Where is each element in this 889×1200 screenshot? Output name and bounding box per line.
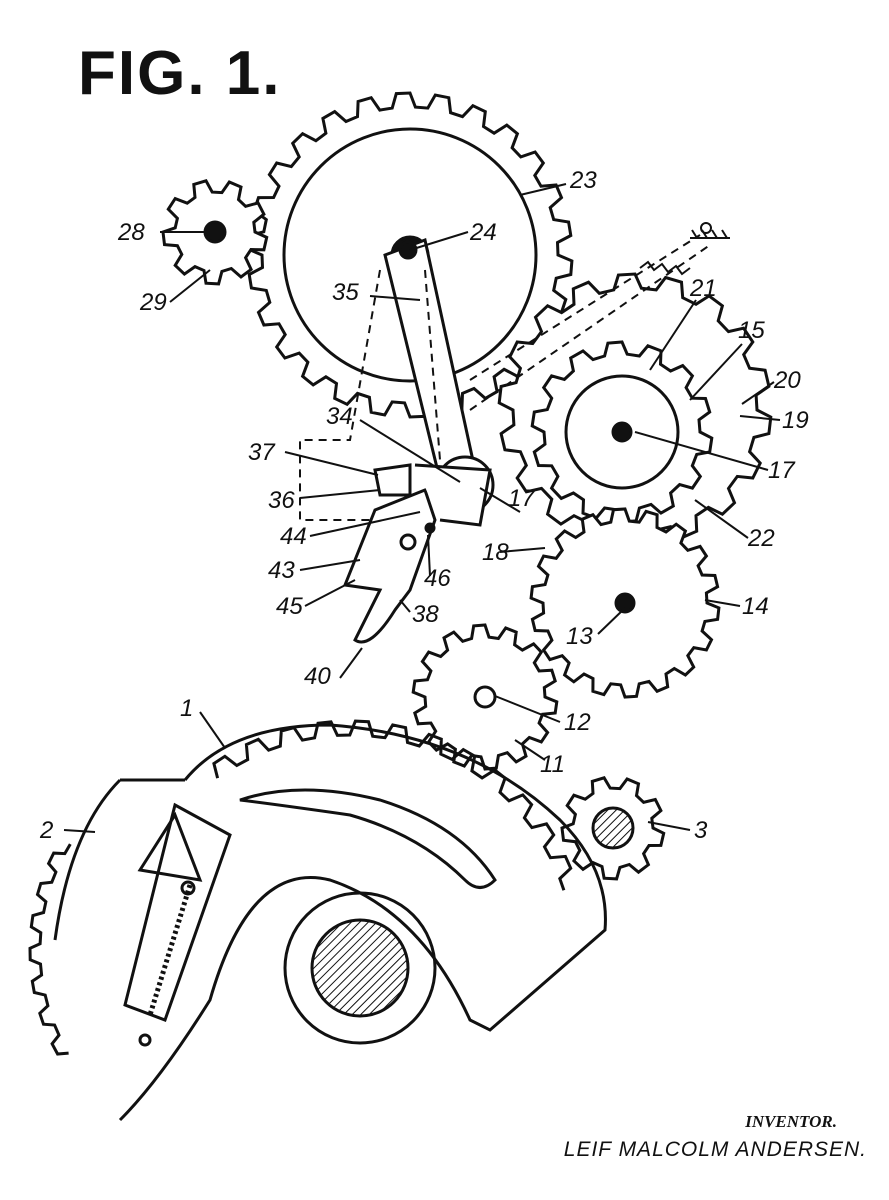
ref-13: 13 xyxy=(566,623,593,650)
ref-36: 36 xyxy=(268,487,295,514)
ref-2: 2 xyxy=(39,817,53,844)
slot-spring-housing xyxy=(123,802,232,1047)
shaft-boss xyxy=(283,891,437,1045)
ref-46: 46 xyxy=(424,565,451,592)
ref-17-right: 17 xyxy=(768,457,796,484)
gear-21 xyxy=(530,340,714,524)
gear-3 xyxy=(560,776,666,881)
ref-1: 1 xyxy=(180,695,193,722)
ref-21: 21 xyxy=(689,275,717,302)
ref-3: 3 xyxy=(694,817,708,844)
sector-1-teeth xyxy=(212,719,573,891)
ref-11: 11 xyxy=(540,751,565,778)
gear-11 xyxy=(411,623,559,771)
inventor-heading: INVENTOR. xyxy=(745,1112,837,1131)
ref-20: 20 xyxy=(773,367,801,394)
sector-plate-1 xyxy=(53,723,607,1122)
ref-28: 28 xyxy=(117,219,145,246)
ref-43: 43 xyxy=(268,557,295,584)
ref-14: 14 xyxy=(742,593,769,620)
dashed-lever-outline xyxy=(299,234,711,521)
gear-28 xyxy=(161,179,269,286)
reference-labels: 1 2 3 11 12 13 14 15 17 17 18 19 20 21 2… xyxy=(39,167,809,844)
ref-38: 38 xyxy=(412,601,439,628)
ref-29: 29 xyxy=(139,289,167,316)
ref-45: 45 xyxy=(276,593,303,620)
ref-37: 37 xyxy=(248,439,276,466)
ref-40: 40 xyxy=(304,663,331,690)
spring-anchor xyxy=(639,222,730,276)
ref-35: 35 xyxy=(332,279,359,306)
ref-19: 19 xyxy=(782,407,809,434)
pawl-38 xyxy=(342,463,492,644)
ref-15: 15 xyxy=(738,317,765,344)
leader-lines xyxy=(63,183,781,833)
ref-44: 44 xyxy=(280,523,307,550)
gear-14 xyxy=(529,507,721,699)
ref-12: 12 xyxy=(564,709,591,736)
ref-24: 24 xyxy=(469,219,497,246)
ref-34: 34 xyxy=(326,403,353,430)
sector-2-teeth xyxy=(28,843,72,1056)
ref-22: 22 xyxy=(747,525,775,552)
ref-23: 23 xyxy=(569,167,597,194)
figure-title: FIG. 1. xyxy=(78,39,282,108)
inventor-name: LEIF MALCOLM ANDERSEN. xyxy=(563,1138,867,1161)
